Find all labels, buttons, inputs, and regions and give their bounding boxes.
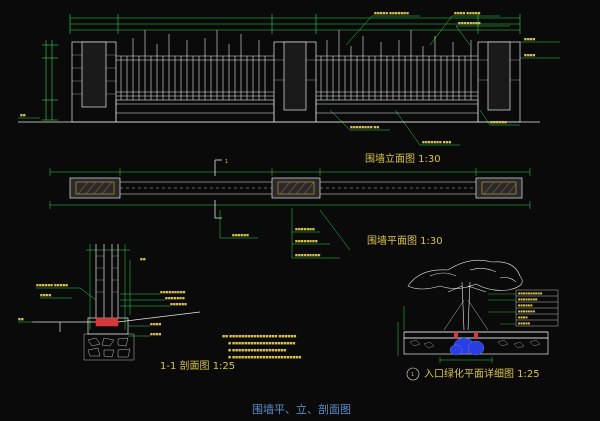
svg-text:■■■■■■■■: ■■■■■■■■ (295, 239, 318, 243)
detail-marker: 1 (411, 372, 414, 378)
svg-text:■■■■■■: ■■■■■■ (518, 304, 533, 307)
svg-text:■■■■■■■■ ■■: ■■■■■■■■ ■■ (350, 125, 379, 129)
svg-text:■■■■■■■: ■■■■■■■ (518, 310, 536, 313)
svg-text:■■■■■■■: ■■■■■■■ (165, 296, 185, 300)
elevation-leaders (18, 15, 560, 146)
svg-text:■■■■■: ■■■■■ (518, 322, 531, 325)
elevation-fence-right (316, 55, 478, 97)
svg-text:■■■■ ■■■■■: ■■■■ ■■■■■ (454, 11, 481, 15)
svg-text:■■■■■■■■■: ■■■■■■■■■ (160, 290, 186, 294)
svg-text:■■■■■■: ■■■■■■ (490, 120, 507, 124)
svg-text:■■■■: ■■■■ (518, 316, 528, 319)
svg-text:■■■■■■: ■■■■■■ (232, 233, 249, 237)
svg-text:■■■■■■■: ■■■■■■■ (295, 227, 315, 231)
svg-text:■■■■: ■■■■ (150, 322, 162, 326)
drawing-main-title: 围墙平、立、剖面图 (252, 402, 351, 416)
section-title: 1-1 剖面图 1:25 (160, 359, 235, 372)
svg-text:■■■■■■■■: ■■■■■■■■ (458, 21, 481, 25)
general-notes: ■■ ■■■■■■■■■■■■■■■■ ■■■■■■ ■ ■■■■■■■■■■■… (222, 334, 301, 359)
svg-text:■■: ■■ (20, 113, 26, 117)
section-cut-marker: 1 (225, 159, 228, 165)
svg-text:■■■■■■■■■■: ■■■■■■■■■■ (518, 292, 543, 295)
plan-view: 1 ■■■■■■ ■■■■■■■ ■■■■■■■■ ■■■■■■■■■ 围墙平面… (49, 159, 531, 259)
svg-text:■■■■: ■■■■ (150, 332, 162, 336)
elevation-view: ■■■■■ ■■■■■■■ ■■■■ ■■■■■ ■■■■■■■■ ■■■■ ■… (18, 11, 560, 165)
elevation-pickets (120, 30, 472, 100)
svg-text:■ ■■■■■■■■■■■■■■■■■■: ■ ■■■■■■■■■■■■■■■■■■ (228, 348, 286, 352)
svg-text:■■■■: ■■■■ (524, 37, 536, 41)
elevation-fence-left (116, 55, 274, 97)
svg-text:■■■■: ■■■■ (524, 53, 536, 57)
svg-text:■■■■■■ ■■■■■: ■■■■■■ ■■■■■ (36, 283, 68, 287)
svg-text:■■■■■■■■■: ■■■■■■■■■ (295, 253, 321, 257)
svg-text:■■■■: ■■■■ (40, 293, 52, 297)
elevation-base-walls (115, 99, 479, 123)
svg-text:■■ ■■■■■■■■■■■■■■■■ ■■■■■■: ■■ ■■■■■■■■■■■■■■■■ ■■■■■■ (222, 334, 296, 338)
svg-text:■■■■■■■■: ■■■■■■■■ (518, 298, 538, 301)
svg-text:■ ■■■■■■■■■■■■■■■■■■■■■: ■ ■■■■■■■■■■■■■■■■■■■■■ (228, 341, 295, 345)
svg-text:■■: ■■ (18, 317, 24, 321)
svg-text:■■■■■■■ ■■■: ■■■■■■■ ■■■ (422, 140, 451, 144)
elevation-pillars (71, 41, 521, 123)
tree-pit-title: 入口绿化平面详细图 1:25 (424, 367, 540, 380)
svg-text:■■: ■■ (140, 257, 146, 261)
svg-text:■■■■■■: ■■■■■■ (170, 302, 187, 306)
elevation-title: 围墙立面图 1:30 (365, 152, 441, 165)
section-view: ■■■■■■ ■■■■■ ■■■■ ■■■■■■■■■ ■■■■■■■ ■■■■… (18, 244, 235, 372)
plan-title: 围墙平面图 1:30 (367, 234, 443, 247)
svg-text:■ ■■■■■■■■■■■■■■■■■■■■■■■: ■ ■■■■■■■■■■■■■■■■■■■■■■■ (228, 355, 301, 359)
tree-pit-detail: ■■■■■■■■■■ ■■■■■■■■ ■■■■■■ ■■■■■■■ ■■■■ … (397, 259, 559, 381)
svg-text:■■■■■ ■■■■■■■: ■■■■■ ■■■■■■■ (374, 11, 409, 15)
